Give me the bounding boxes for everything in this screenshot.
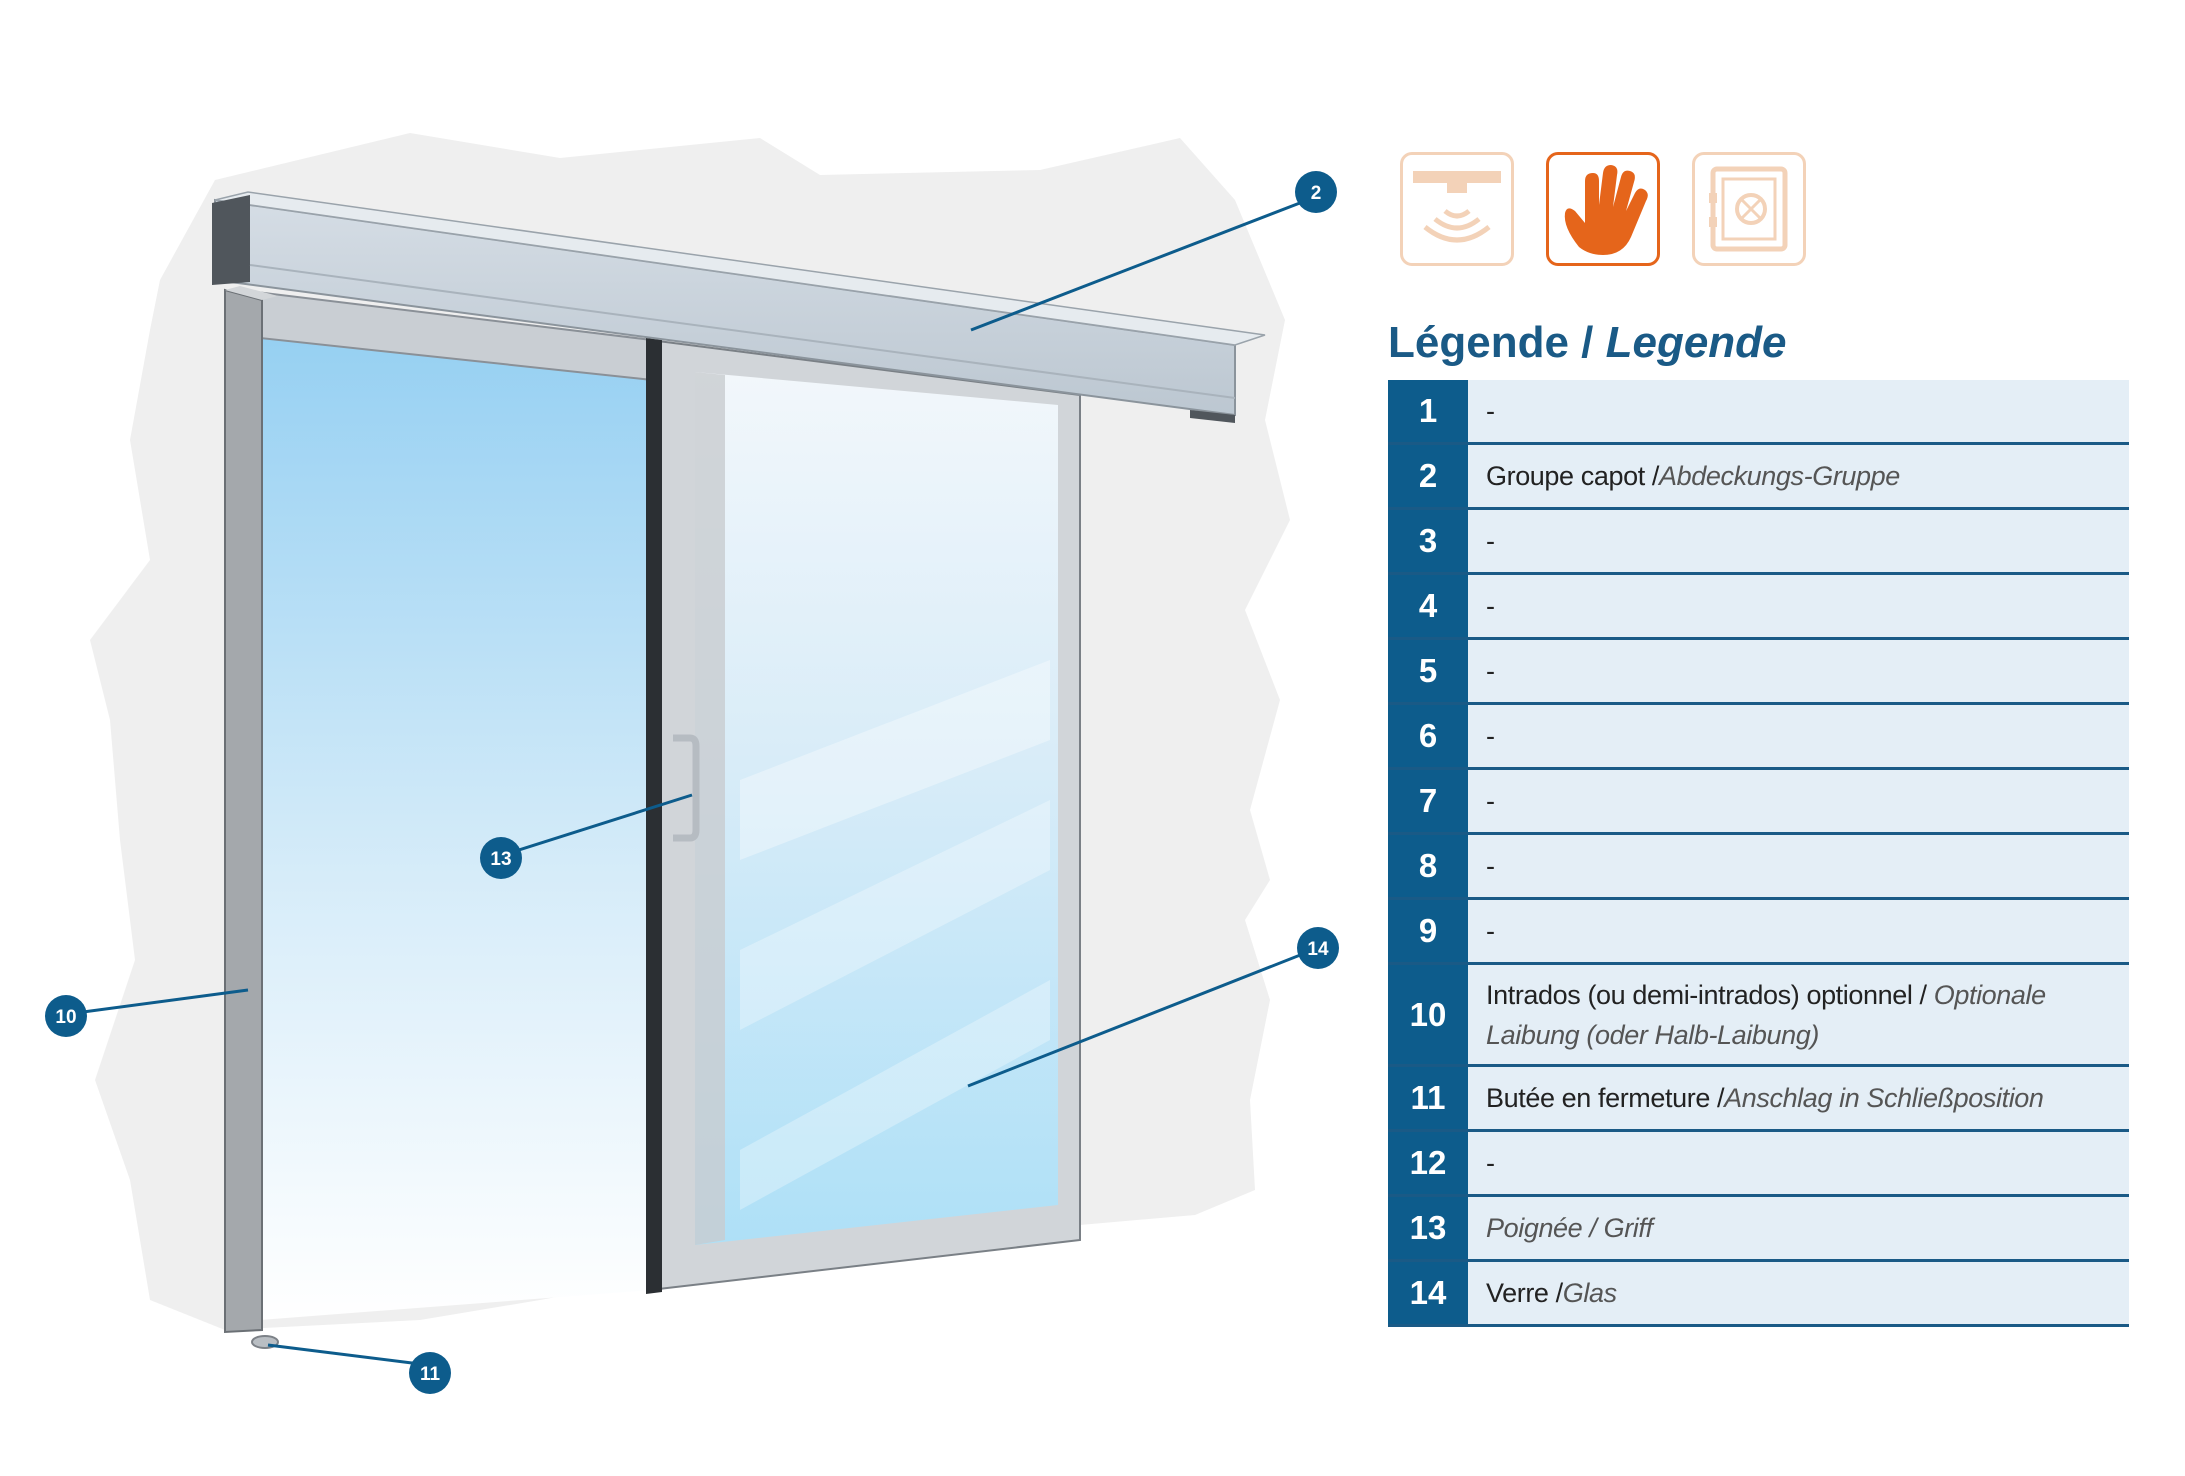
legend-row-text: Verre / Glas [1468, 1262, 2129, 1324]
legend-row-number: 13 [1388, 1197, 1468, 1259]
legend-row-text: Poignée / Griff [1468, 1197, 2129, 1259]
sliding-panel-glass [695, 372, 1058, 1245]
legend-row-number: 11 [1388, 1067, 1468, 1129]
callout-13: 13 [480, 837, 522, 879]
safe-icon [1692, 152, 1806, 266]
legend-row-text: - [1468, 380, 2129, 442]
legend-row-text: - [1468, 640, 2129, 702]
legend-row-number: 1 [1388, 380, 1468, 442]
legend-row: 9- [1388, 900, 2129, 965]
svg-text:11: 11 [420, 1364, 441, 1385]
legend-row-text: - [1468, 835, 2129, 897]
legend-row-number: 14 [1388, 1262, 1468, 1324]
legend-row: 6- [1388, 705, 2129, 770]
legend-row-text: - [1468, 1132, 2129, 1194]
legend-row-number: 7 [1388, 770, 1468, 832]
legend-title: Légende / Legende [1388, 318, 1787, 368]
legend-row: 3- [1388, 510, 2129, 575]
legend-row-number: 8 [1388, 835, 1468, 897]
legend-row-number: 6 [1388, 705, 1468, 767]
legend-row-text: Intrados (ou demi-intrados) optionnel / … [1468, 965, 2129, 1064]
legend-row: 12- [1388, 1132, 2129, 1197]
legend-row-text: Groupe capot /Abdeckungs-Gruppe [1468, 445, 2129, 507]
svg-text:14: 14 [1307, 939, 1329, 960]
callout-2: 2 [1295, 171, 1337, 213]
svg-text:13: 13 [490, 849, 511, 870]
left-glass [260, 335, 652, 1320]
legend-row: 4- [1388, 575, 2129, 640]
left-post [224, 288, 263, 1334]
legend-row-text: - [1468, 510, 2129, 572]
legend-row-number: 5 [1388, 640, 1468, 702]
svg-text:2: 2 [1311, 183, 1322, 204]
callout-14: 14 [1297, 927, 1339, 969]
hand-icon [1546, 152, 1660, 266]
legend-row: 7- [1388, 770, 2129, 835]
legend-row-text: Butée en fermeture / Anschlag in Schließ… [1468, 1067, 2129, 1129]
callout-10: 10 [45, 995, 87, 1037]
legend-row: 5- [1388, 640, 2129, 705]
legend-row-number: 3 [1388, 510, 1468, 572]
legend-row-text: - [1468, 575, 2129, 637]
sensor-icon [1400, 152, 1514, 266]
legend-row-number: 9 [1388, 900, 1468, 962]
svg-text:10: 10 [55, 1007, 76, 1028]
legend-row: 8- [1388, 835, 2129, 900]
door-handle [673, 734, 700, 842]
legend-row-number: 4 [1388, 575, 1468, 637]
legend-row-number: 2 [1388, 445, 1468, 507]
legend-row-text: - [1468, 770, 2129, 832]
legend-title-fr: Légende / [1388, 318, 1606, 367]
callout-11: 11 [409, 1352, 451, 1394]
legend-row-number: 12 [1388, 1132, 1468, 1194]
legend-row-text: - [1468, 900, 2129, 962]
legend-title-de: Legende [1605, 318, 1787, 367]
legend-row-number: 10 [1388, 965, 1468, 1064]
legend-row-text: - [1468, 705, 2129, 767]
legend-row: 1- [1388, 380, 2129, 445]
